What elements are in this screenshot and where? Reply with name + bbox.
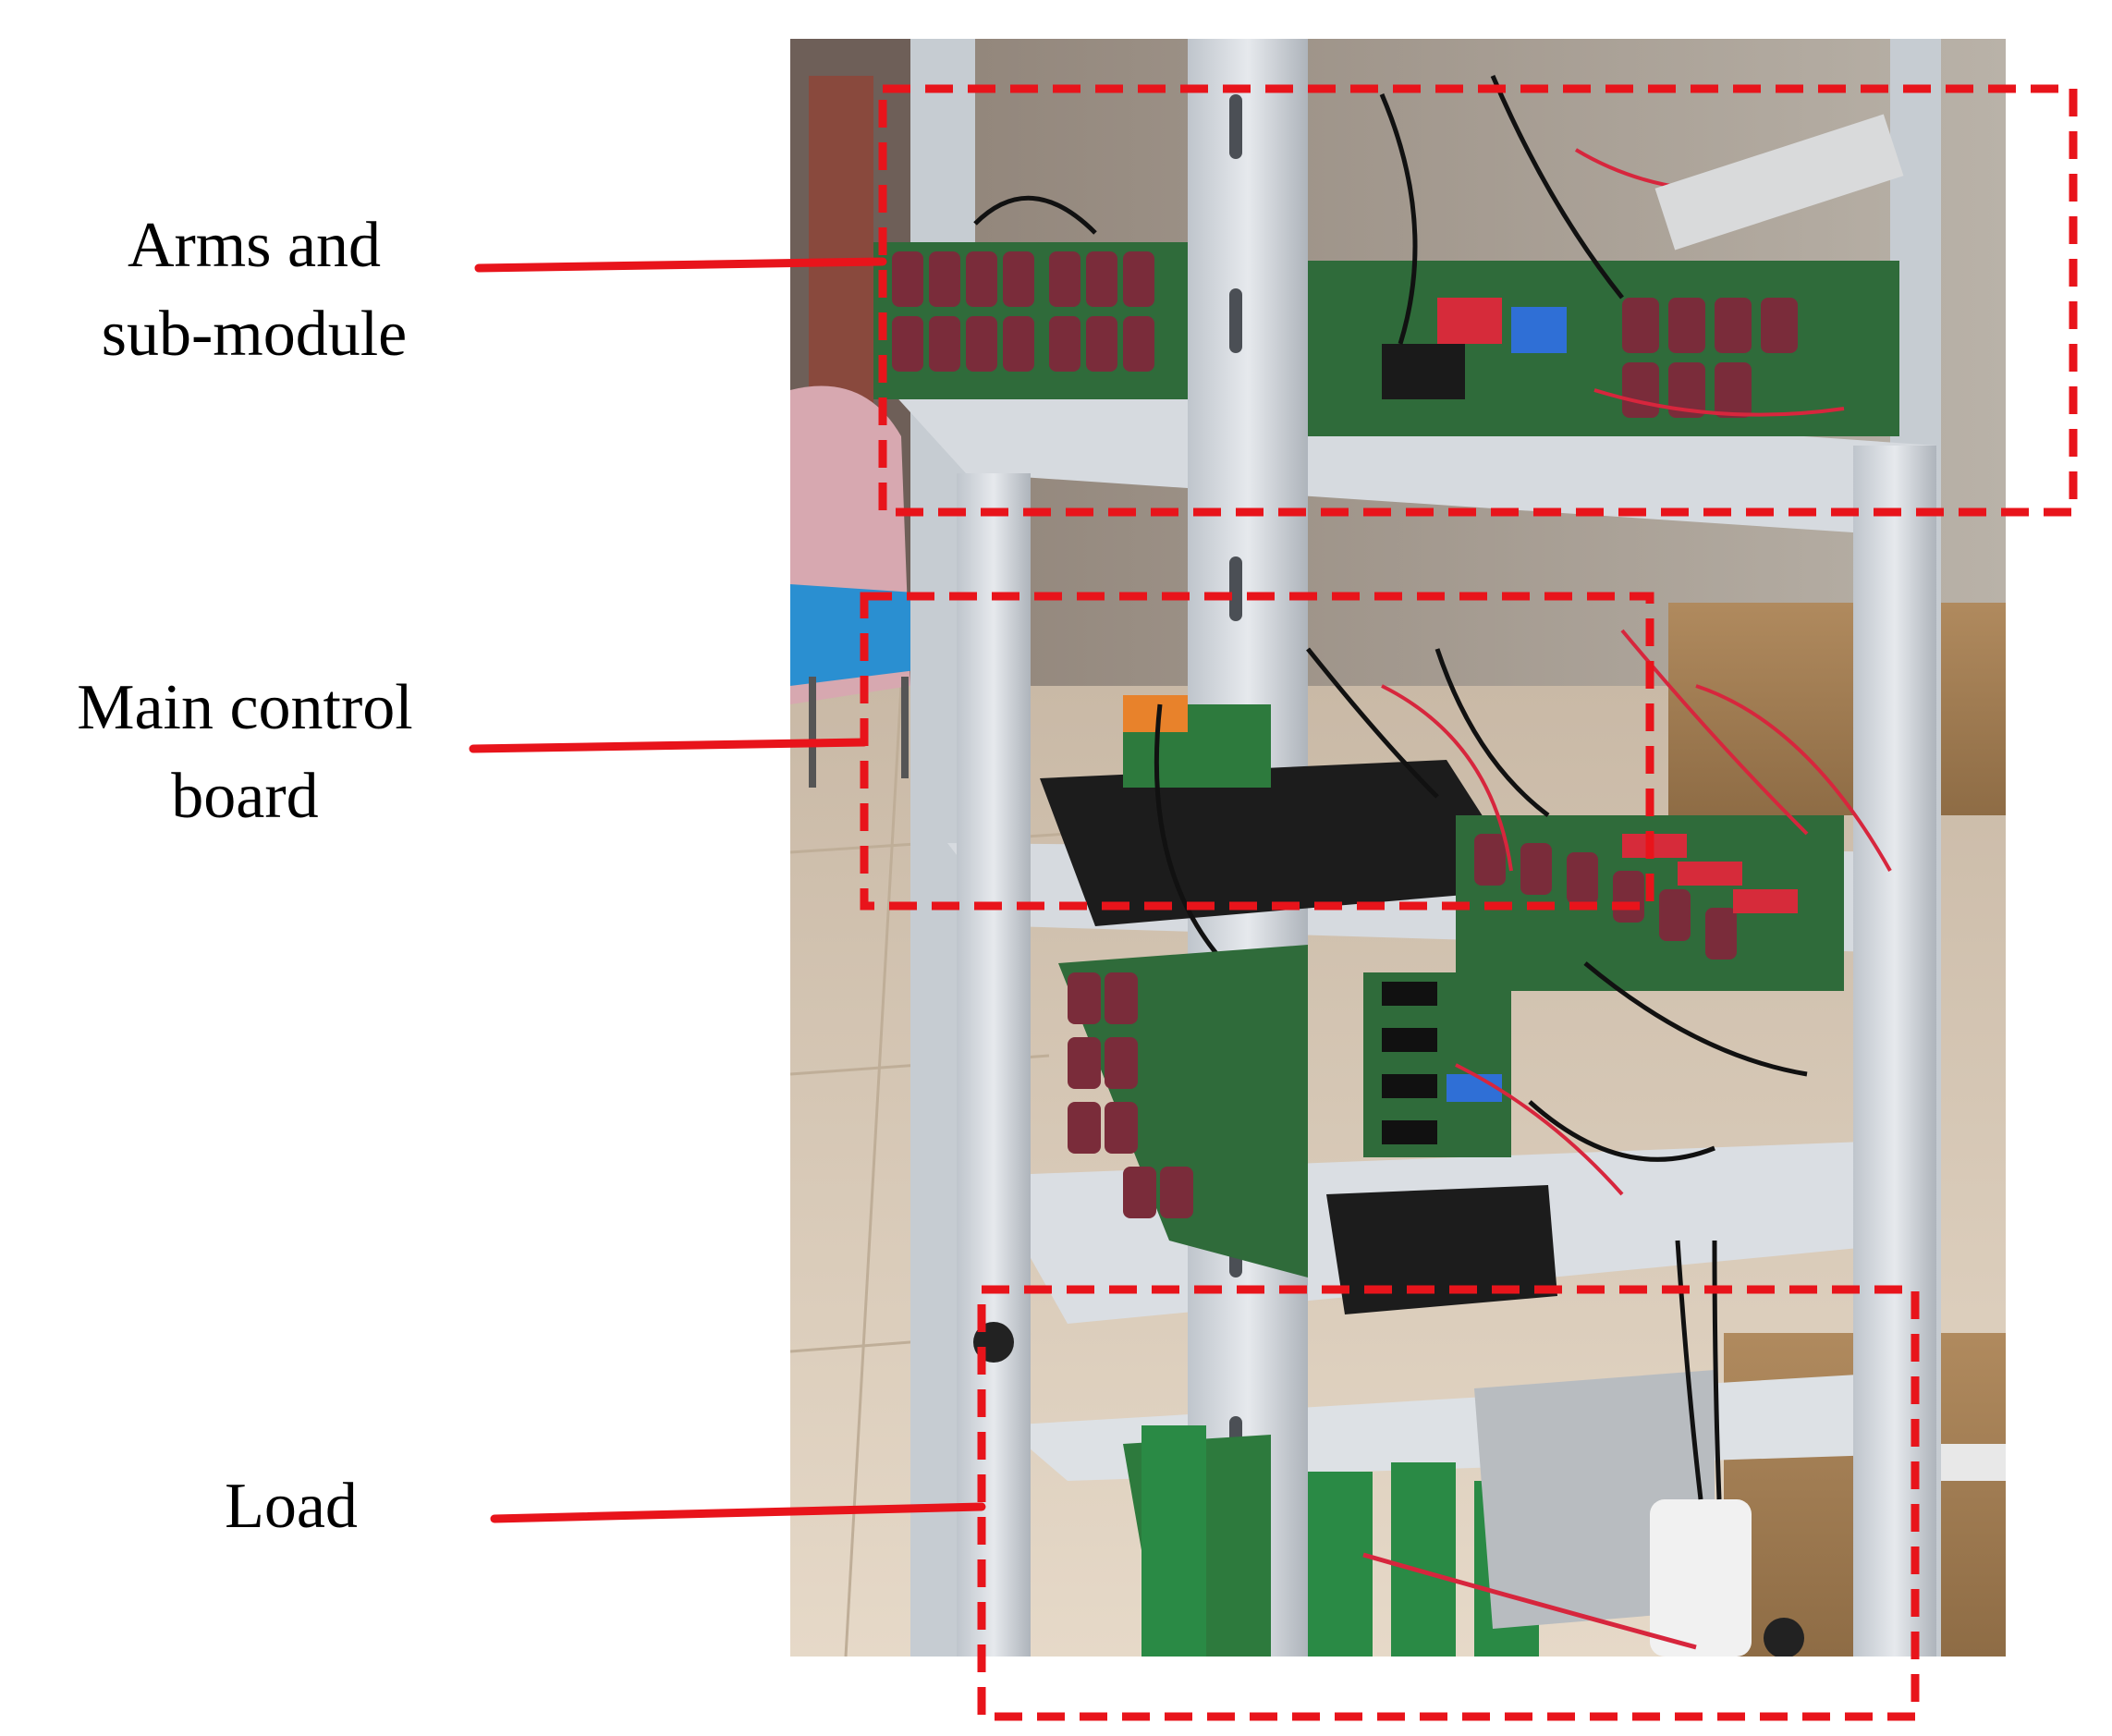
label-arms-and-sub-module: Arms and sub-module xyxy=(37,202,471,379)
main-control-leader-line xyxy=(469,738,869,753)
label-load-text: Load xyxy=(225,1471,358,1542)
main-control-board-box xyxy=(860,592,1654,911)
load-leader-line xyxy=(490,1502,986,1523)
arms-leader-line xyxy=(474,257,887,273)
label-main-control-board: Main control board xyxy=(18,664,471,841)
label-arms-line2: sub-module xyxy=(101,299,408,370)
photo-drawing xyxy=(790,39,2006,1657)
label-arms-line1: Arms and xyxy=(127,210,382,281)
label-main-line1: Main control xyxy=(77,672,413,743)
leader-lines xyxy=(469,257,986,1523)
third-shelf-boards xyxy=(1058,945,1808,1314)
bottom-shelf-load xyxy=(1123,1240,1752,1657)
label-main-line2: board xyxy=(171,761,319,832)
middle-shelf-boards xyxy=(1040,629,1892,991)
top-shelf-modules xyxy=(873,75,1904,436)
load-box xyxy=(977,1285,1920,1721)
label-load: Load xyxy=(157,1462,425,1551)
arms-and-sub-module-box xyxy=(878,84,2078,517)
photo xyxy=(790,39,2006,1657)
annotation-boxes xyxy=(860,84,2078,1721)
